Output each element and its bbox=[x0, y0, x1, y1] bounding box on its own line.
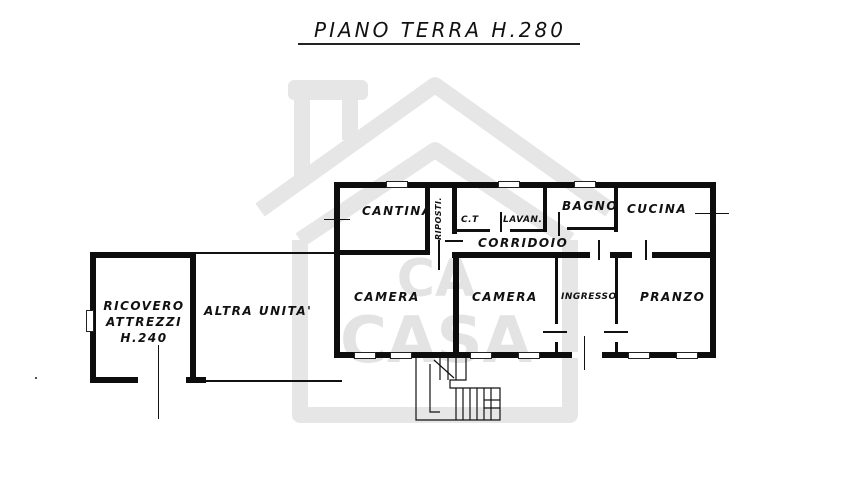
section-marker-ricovero bbox=[158, 345, 159, 419]
window bbox=[498, 181, 520, 188]
door-line bbox=[438, 240, 440, 270]
wall-camera-divider bbox=[453, 252, 459, 356]
room-label-camera-1: CAMERA bbox=[354, 290, 420, 304]
window bbox=[676, 352, 698, 359]
ricovero-line-2: ATTREZZI bbox=[105, 315, 183, 329]
room-label-lavanderia: LAVAN. bbox=[503, 215, 543, 225]
window bbox=[470, 352, 492, 359]
wall-corridor-south-2 bbox=[610, 252, 632, 258]
wall-lavan-bottom bbox=[510, 229, 546, 232]
wall-left bbox=[334, 182, 340, 358]
window bbox=[628, 352, 650, 359]
room-label-bagno: BAGNO bbox=[562, 199, 619, 213]
room-label-corridoio: CORRIDOIO bbox=[478, 236, 569, 250]
section-marker-cantina bbox=[324, 219, 350, 220]
wall-ingresso-right-stub bbox=[615, 342, 618, 354]
section-marker-cucina-v bbox=[715, 204, 716, 222]
window bbox=[386, 181, 408, 188]
wall-corridor-south-1 bbox=[452, 252, 590, 258]
wall-ingresso-right bbox=[615, 258, 618, 324]
room-label-camera-2: CAMERA bbox=[472, 290, 538, 304]
window bbox=[574, 181, 596, 188]
wall-top bbox=[334, 182, 716, 188]
annex-wall-bottom-thin bbox=[206, 380, 342, 382]
room-label-ingresso: INGRESSO bbox=[561, 292, 617, 302]
window bbox=[390, 352, 412, 359]
room-label-pranzo: PRANZO bbox=[640, 290, 706, 304]
stray-mark bbox=[35, 377, 37, 379]
room-label-ricovero: RICOVERO ATTREZZI H.240 bbox=[102, 298, 186, 346]
room-label-cucina: CUCINA bbox=[627, 202, 688, 216]
wall-lavan-right bbox=[543, 182, 547, 232]
annex-wall-divider bbox=[190, 252, 196, 382]
wall-bagno-right bbox=[614, 182, 618, 232]
room-label-ct: C.T bbox=[461, 215, 479, 225]
door-line bbox=[604, 331, 628, 333]
wall-ripostiglio-right bbox=[452, 182, 457, 234]
door-line bbox=[445, 240, 463, 242]
entrance-axis-line bbox=[584, 336, 585, 370]
room-label-altra-unita: ALTRA UNITA' bbox=[204, 304, 313, 318]
wall-cantina-right bbox=[425, 182, 430, 254]
ricovero-height: H.240 bbox=[120, 331, 168, 345]
section-marker-cucina bbox=[695, 213, 729, 214]
entrance-door-opening bbox=[572, 352, 602, 358]
wall-cantina-bottom bbox=[334, 250, 430, 255]
annex-wall-top bbox=[90, 252, 194, 258]
wall-bagno-door bbox=[558, 212, 560, 236]
annex-wall-bottom-right bbox=[186, 377, 206, 383]
door-line bbox=[543, 331, 567, 333]
wall-right bbox=[710, 182, 716, 358]
door-line bbox=[598, 240, 600, 260]
annex-wall-bottom-left bbox=[90, 377, 138, 383]
wall-ct-bottom bbox=[452, 229, 490, 232]
title-underline bbox=[298, 43, 580, 45]
wall-ingresso-left-stub bbox=[555, 342, 558, 354]
annex-wall-top-thin bbox=[194, 252, 334, 254]
window bbox=[354, 352, 376, 359]
room-label-ripostiglio: RIPOSTI. bbox=[434, 196, 443, 240]
ricovero-line-1: RICOVERO bbox=[103, 299, 185, 313]
window bbox=[86, 310, 94, 332]
wall-lavan-left bbox=[500, 212, 502, 232]
wall-ingresso-left bbox=[555, 258, 558, 324]
window bbox=[518, 352, 540, 359]
plan-title: PIANO TERRA H.280 bbox=[314, 18, 566, 42]
wall-bagno-bottom bbox=[567, 227, 615, 230]
room-label-cantina: CANTINA bbox=[362, 204, 433, 218]
door-line bbox=[645, 240, 647, 260]
staircase-icon bbox=[415, 358, 501, 421]
wall-corridor-south-3 bbox=[652, 252, 716, 258]
